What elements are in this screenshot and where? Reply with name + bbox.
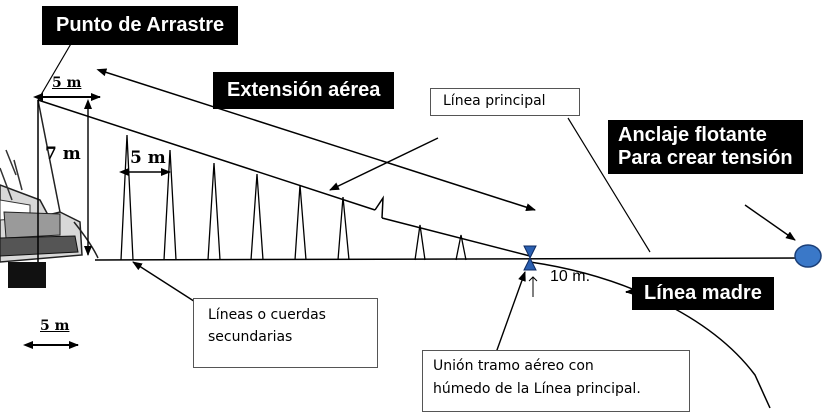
secondary-line — [455, 234, 467, 261]
secondary-lines-line-2: secundarias — [208, 328, 293, 345]
main-line-label: Línea principal — [430, 88, 580, 116]
secondary-line — [207, 162, 221, 261]
spacing-measurement: 5 m — [130, 148, 166, 168]
aerial-extension-label: Extensión aérea — [213, 72, 395, 109]
anchor-pointer — [744, 204, 796, 241]
connector-icon — [523, 245, 537, 271]
main-line-break — [374, 195, 384, 219]
extension-arrow — [96, 68, 536, 212]
secondary-line — [250, 173, 264, 261]
height-measurement: 7 m — [45, 144, 81, 164]
boat-icon — [0, 99, 99, 288]
main-line-pointer — [567, 117, 651, 253]
bottom-span-measurement: 5 m — [40, 318, 70, 334]
secondary-line — [294, 184, 307, 261]
floating-anchor-line-1: Anclaje flotante — [618, 124, 767, 146]
secondary-line — [414, 224, 426, 261]
union-line-2: húmedo de la Línea principal. — [433, 381, 641, 398]
top-span-measurement: 5 m — [52, 75, 82, 91]
floating-anchor-line-2: Para crear tensión — [618, 147, 793, 169]
float-buoy-icon — [794, 244, 822, 268]
floating-anchor-label: Anclaje flotante Para crear tensión — [608, 120, 803, 174]
secondary-lines — [120, 134, 467, 261]
main-line-water — [94, 257, 806, 261]
union-label: Unión tramo aéreo con húmedo de la Línea… — [422, 350, 690, 412]
drag-point-label: Punto de Arrastre — [42, 6, 239, 45]
depth-measurement: 10 m. — [550, 268, 591, 285]
mother-line-label: Línea madre — [632, 277, 774, 310]
secondary-lines-line-1: Líneas o cuerdas — [208, 307, 326, 323]
union-line-1: Unión tramo aéreo con — [433, 358, 594, 374]
secondary-line — [337, 196, 350, 261]
depth-arrow — [528, 276, 538, 297]
secondary-pointer — [132, 261, 201, 306]
aerial-extension-pointer — [329, 137, 439, 191]
secondary-lines-label: Líneas o cuerdas secundarias — [193, 298, 378, 368]
secondary-line — [163, 149, 177, 261]
main-line-aerial-lower — [381, 217, 531, 257]
drag-point-pointer — [37, 41, 73, 101]
